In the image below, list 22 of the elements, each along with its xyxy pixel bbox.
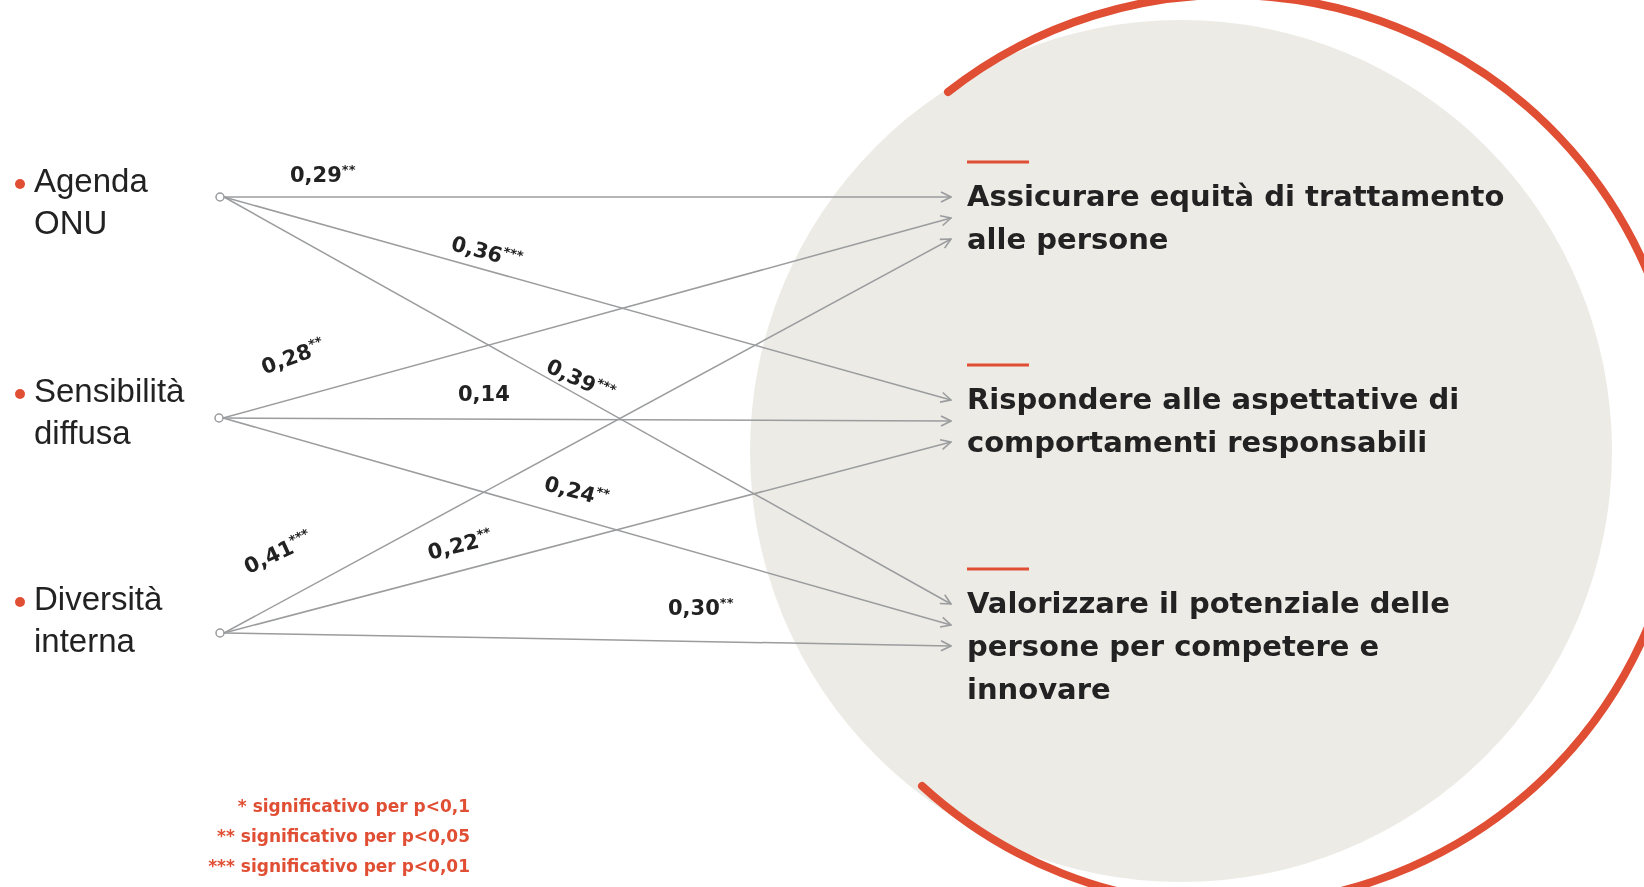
arrow: [223, 632, 952, 652]
factor-label: Agenda ONU: [10, 160, 230, 250]
outcome-label: Valorizzare il potenziale delle persone per competere e innovare: [953, 582, 1527, 712]
edge-label: 0,22$^{**}$: [425, 524, 494, 565]
arrow: [223, 238, 952, 634]
arrow: [223, 196, 952, 605]
circle-background: [750, 20, 1612, 882]
arrow: [222, 415, 952, 427]
outcome-label: Rispondere alle aspettative di comportamenti responsabili: [953, 378, 1527, 468]
outcome-label: Assicurare equità di trattamento alle persone: [953, 175, 1527, 265]
arrow: [223, 191, 952, 203]
factor-label: Sensibilità diffusa: [10, 370, 230, 460]
edge-label: 0,36$^{***}$: [448, 230, 525, 270]
edge-label: 0,24$^{**}$: [541, 470, 612, 510]
edge-label: 0,14: [458, 382, 510, 406]
edge-label: 0,30$^{**}$: [668, 595, 734, 620]
arrow: [223, 196, 952, 403]
factor-label: Diversità interna: [10, 578, 230, 668]
significance-note: ** significativo per p<0,05: [217, 826, 470, 846]
significance-note: * significativo per p<0,1: [237, 796, 470, 816]
edge-label: 0,29$^{**}$: [290, 162, 356, 187]
significance-note: *** significativo per p<0,01: [208, 856, 470, 876]
